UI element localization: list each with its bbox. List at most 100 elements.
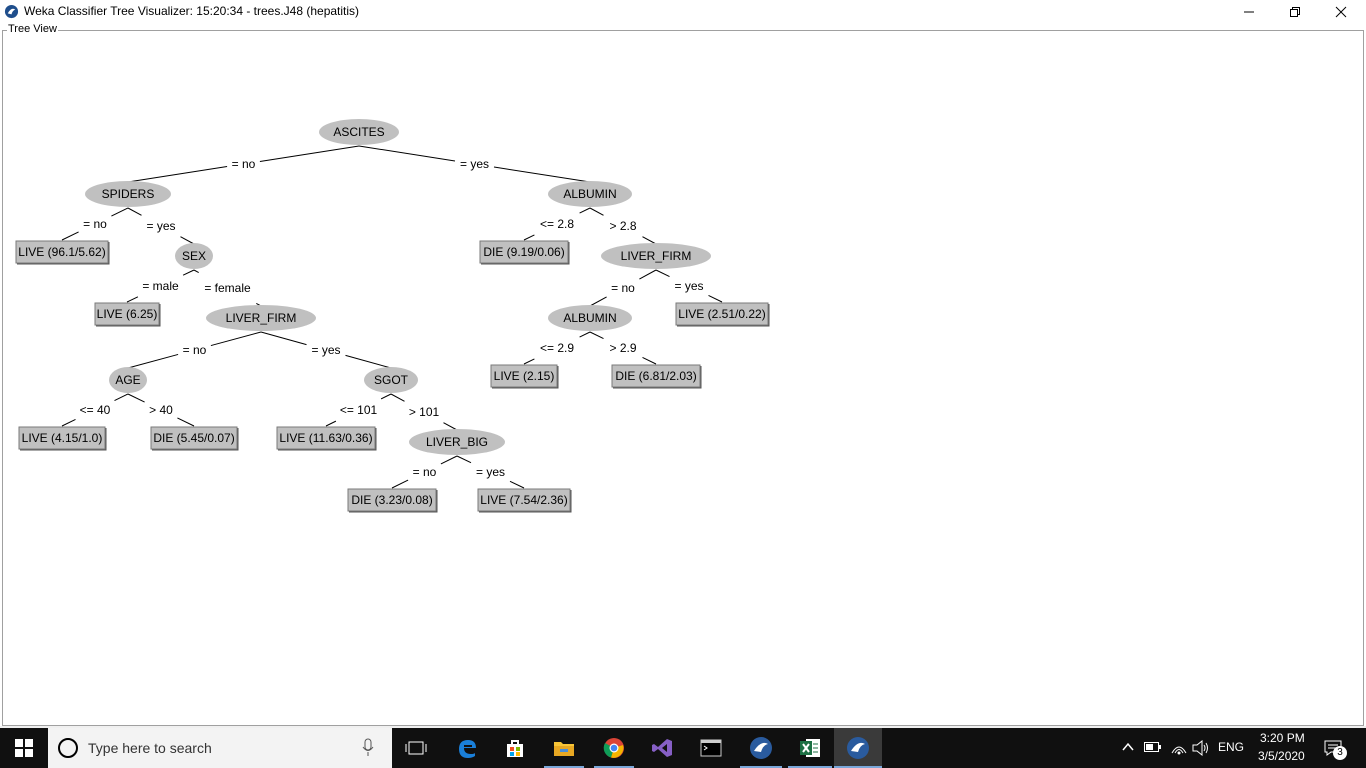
edge-line: [325, 420, 337, 427]
attribute-ellipse: [409, 429, 505, 455]
terminal-button[interactable]: [688, 728, 734, 768]
leaf-node: LIVE (11.63/0.36): [276, 426, 377, 451]
node-label: ASCITES: [333, 125, 384, 139]
restore-icon: [1290, 7, 1300, 17]
chrome-running-indicator: [594, 766, 634, 768]
edge-icon: [459, 740, 476, 758]
search-icon: [58, 738, 78, 758]
edge-label: = no: [183, 343, 207, 357]
node-label: LIVER_BIG: [426, 435, 488, 449]
edge-line: [260, 331, 307, 346]
edge-label: = no: [232, 157, 256, 171]
edge-line: [61, 419, 76, 427]
leaf-shadow: [479, 490, 572, 513]
attribute-node: LIVER_BIG: [409, 429, 505, 455]
visual-studio-button[interactable]: [638, 728, 686, 768]
node-label: SPIDERS: [102, 187, 155, 201]
excel-button[interactable]: [786, 728, 834, 768]
edge-label: > 2.9: [609, 341, 636, 355]
start-button[interactable]: [0, 728, 48, 768]
edge-line: [358, 145, 456, 162]
leaf-node: LIVE (2.15): [490, 364, 559, 389]
leaf-node: LIVE (4.15/1.0): [18, 426, 107, 451]
leaf-box: [347, 488, 437, 512]
microphone-icon[interactable]: [362, 738, 374, 758]
leaf-shadow: [613, 366, 702, 389]
edge-line: [180, 236, 195, 245]
leaf-node: LIVE (2.51/0.22): [675, 302, 770, 327]
weka-running-indicator: [740, 766, 782, 768]
edge-label: <= 101: [340, 403, 378, 417]
edge-line: [193, 269, 199, 273]
weka-active-button[interactable]: [834, 728, 882, 768]
edge-line: [114, 393, 129, 401]
close-button[interactable]: [1318, 0, 1364, 24]
edge-line: [259, 145, 360, 162]
edge-line: [589, 296, 607, 307]
file-explorer-button[interactable]: [540, 728, 588, 768]
visual-studio-icon: [652, 739, 672, 757]
node-label: SEX: [182, 249, 206, 263]
edge-label: <= 2.9: [540, 341, 574, 355]
clock-date[interactable]: 3/5/2020: [1258, 749, 1305, 763]
attribute-ellipse: [601, 243, 711, 269]
leaf-node: LIVE (96.1/5.62): [15, 240, 110, 265]
node-label: DIE (6.81/2.03): [615, 369, 696, 383]
edge-line: [127, 207, 142, 216]
leaf-shadow: [677, 304, 770, 327]
edge-label: <= 2.8: [540, 217, 574, 231]
attribute-ellipse: [319, 119, 399, 145]
attribute-node: ALBUMIN: [548, 305, 632, 331]
edge-line: [493, 166, 591, 183]
battery-icon[interactable]: [1144, 742, 1162, 752]
edge-line: [456, 455, 472, 464]
attribute-node: ASCITES: [319, 119, 399, 145]
leaf-box: [611, 364, 701, 388]
edge-label: = no: [611, 281, 635, 295]
edge-line: [443, 422, 458, 431]
node-label: DIE (3.23/0.08): [351, 493, 432, 507]
store-button[interactable]: [492, 728, 538, 768]
edge-line: [579, 207, 591, 214]
task-view-icon: [405, 741, 427, 755]
node-label: LIVE (96.1/5.62): [18, 245, 105, 259]
search-placeholder: Type here to search: [88, 740, 212, 756]
leaf-box: [479, 240, 569, 264]
attribute-node: SPIDERS: [85, 181, 171, 207]
tree-canvas[interactable]: = no= yes= no= yes<= 2.8> 2.8= male= fem…: [0, 0, 1366, 726]
language-indicator[interactable]: ENG: [1218, 740, 1245, 754]
node-label: AGE: [115, 373, 140, 387]
chrome-button[interactable]: [590, 728, 638, 768]
taskbar-search-box[interactable]: Type here to search: [48, 728, 392, 768]
windows-start-icon: [15, 739, 33, 757]
tree-view-panel[interactable]: [2, 30, 1364, 726]
weka-icon: [750, 737, 772, 759]
file-explorer-icon: [554, 742, 574, 756]
edge-line: [523, 358, 535, 365]
edge-button[interactable]: [444, 728, 490, 768]
edge-label: = yes: [146, 219, 175, 233]
node-label: ALBUMIN: [563, 187, 616, 201]
chevron-up-icon[interactable]: [1122, 742, 1134, 752]
taskbar: Type here to search ENG 3:2: [0, 728, 1366, 768]
excel-icon: [800, 739, 820, 757]
edge-line: [61, 231, 79, 241]
edge-line: [127, 393, 145, 403]
edge-line: [708, 295, 723, 303]
volume-icon[interactable]: [1192, 740, 1210, 756]
leaf-shadow: [20, 428, 107, 451]
leaf-shadow: [481, 242, 570, 265]
minimize-button[interactable]: [1226, 0, 1272, 24]
wifi-icon[interactable]: [1170, 739, 1188, 755]
task-view-button[interactable]: [396, 728, 436, 768]
weka-button[interactable]: [738, 728, 784, 768]
leaf-node: LIVE (6.25): [94, 302, 161, 327]
restore-button[interactable]: [1272, 0, 1318, 24]
minimize-icon: [1244, 11, 1254, 13]
clock-time[interactable]: 3:20 PM: [1260, 731, 1305, 745]
edge-line: [127, 166, 228, 183]
edge-line: [579, 331, 591, 338]
edge-label: > 2.8: [609, 219, 636, 233]
attribute-ellipse: [206, 305, 316, 331]
attribute-ellipse: [548, 305, 632, 331]
